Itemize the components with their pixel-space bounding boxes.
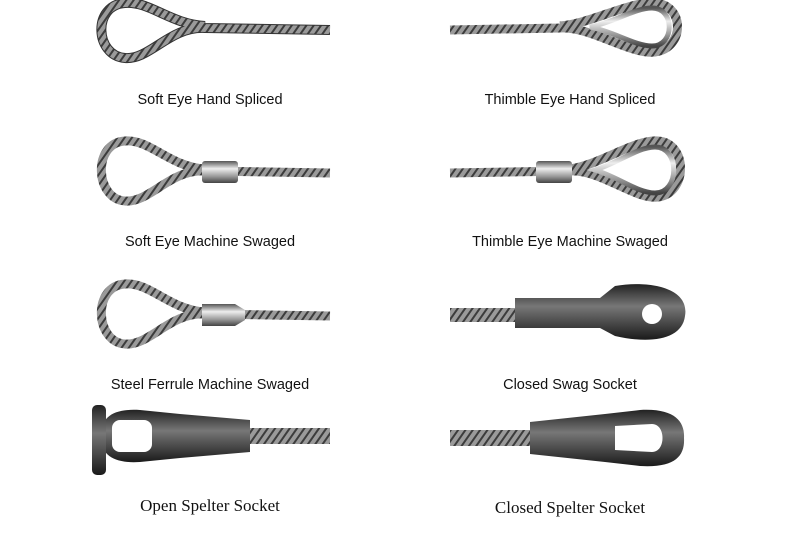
soft-eye-machine-swaged-item: Soft Eye Machine Swaged	[30, 135, 390, 255]
item-label: Thimble Eye Hand Spliced	[484, 92, 656, 108]
item-label: Closed Spelter Socket	[494, 498, 646, 517]
pin-icon	[92, 405, 106, 475]
closed-spelter-socket-item: Closed Spelter Socket	[390, 400, 750, 525]
item-label: Thimble Eye Machine Swaged	[472, 234, 668, 250]
soft-eye-hand-spliced-illustration	[96, 0, 331, 63]
item-label: Closed Swag Socket	[503, 377, 637, 393]
soft-eye-machine-swaged-illustration	[96, 136, 331, 206]
item-label: Open Spelter Socket	[140, 496, 280, 515]
open-spelter-socket-illustration	[92, 405, 330, 475]
item-label: Steel Ferrule Machine Swaged	[110, 377, 310, 393]
thimble-eye-machine-swaged-item: Thimble Eye Machine Swaged	[390, 135, 750, 255]
closed-swag-socket-item: Closed Swag Socket	[390, 278, 750, 398]
item-label: Soft Eye Machine Swaged	[124, 234, 296, 250]
item-label: Soft Eye Hand Spliced	[137, 92, 283, 108]
thimble-eye-hand-spliced-illustration	[449, 0, 682, 57]
steel-ferrule-machine-swaged-item: Steel Ferrule Machine Swaged	[30, 278, 390, 398]
closed-swag-socket-illustration	[450, 284, 686, 340]
steel-ferrule-machine-swaged-illustration	[96, 279, 331, 349]
closed-spelter-socket-illustration	[450, 409, 685, 467]
open-spelter-socket-item: Open Spelter Socket	[30, 400, 390, 525]
soft-eye-hand-spliced-item: Soft Eye Hand Spliced	[30, 0, 390, 115]
thimble-eye-hand-spliced-item: Thimble Eye Hand Spliced	[390, 0, 750, 115]
thimble-eye-machine-swaged-illustration	[449, 136, 685, 202]
ferrule-icon	[202, 161, 238, 183]
